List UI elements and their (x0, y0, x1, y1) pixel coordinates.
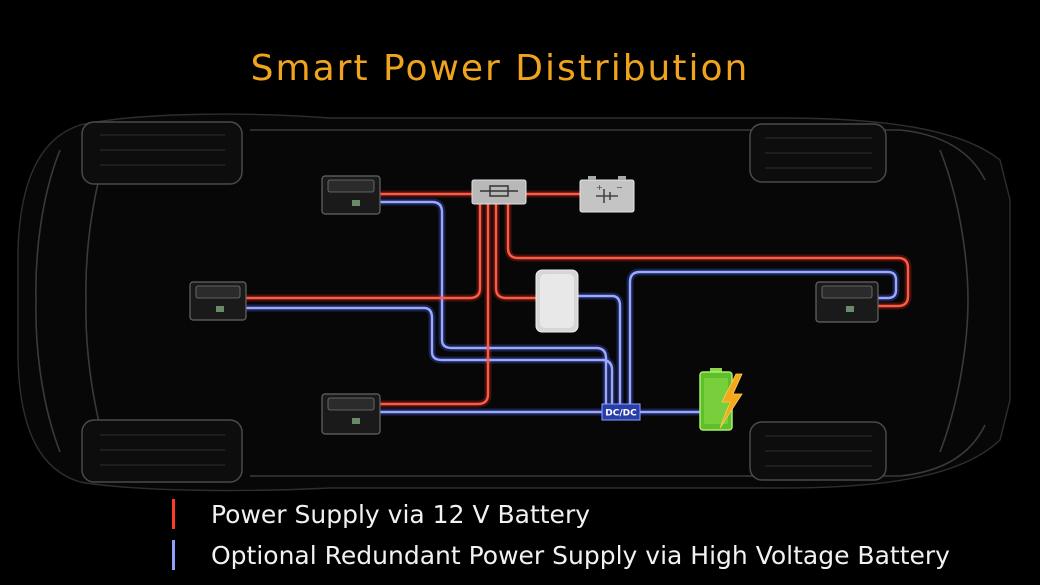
hv-wiring (246, 200, 898, 414)
12v-wiring (246, 192, 910, 406)
svg-text:−: − (616, 183, 623, 192)
wheel-front-right (749, 123, 887, 183)
legend-label: Optional Redundant Power Supply via High… (211, 540, 950, 570)
dcdc-label: DC/DC (605, 409, 637, 419)
svg-text:+: + (596, 183, 603, 192)
legend-swatch-blue (172, 540, 175, 570)
page-title: Smart Power Distribution (250, 48, 750, 89)
legend-swatch-red (172, 499, 175, 529)
ecu-module-icon (189, 281, 247, 321)
legend-label: Power Supply via 12 V Battery (211, 499, 591, 529)
dcdc-converter-icon: DC/DC (601, 403, 641, 421)
fuse-box-icon (471, 179, 527, 205)
ecu-module-icon (815, 281, 879, 323)
wheel-rear-right (749, 421, 887, 481)
ecu-module-icon (321, 393, 381, 435)
control-unit-icon (535, 269, 579, 333)
car-silhouette (17, 113, 1011, 492)
legend-item-hv: Optional Redundant Power Supply via High… (172, 537, 950, 573)
legend-item-12v: Power Supply via 12 V Battery (172, 496, 590, 532)
wheel-front-left (81, 121, 243, 185)
12v-battery-icon: + − (579, 176, 635, 213)
hv-battery-icon (699, 368, 743, 431)
wheel-rear-left (81, 419, 243, 483)
ecu-module-icon (321, 175, 381, 215)
